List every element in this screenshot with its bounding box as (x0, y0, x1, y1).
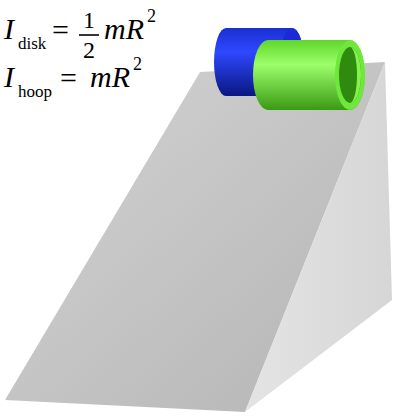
fraction-numerator: 1 (83, 8, 95, 32)
subscript: disk (18, 35, 46, 52)
fraction-denominator: 2 (83, 38, 95, 62)
mass-radius: mR (90, 62, 130, 92)
fraction-bar (79, 34, 99, 36)
equals-sign: = (60, 63, 77, 93)
equals-sign: = (52, 15, 69, 45)
moment-symbol: I (4, 62, 14, 92)
exponent: 2 (133, 55, 142, 73)
incline-side (245, 62, 392, 412)
moment-symbol: I (4, 14, 14, 44)
mass-radius: mR (104, 14, 144, 44)
hoop-cylinder (253, 40, 365, 110)
exponent: 2 (147, 7, 156, 25)
subscript: hoop (18, 83, 52, 100)
